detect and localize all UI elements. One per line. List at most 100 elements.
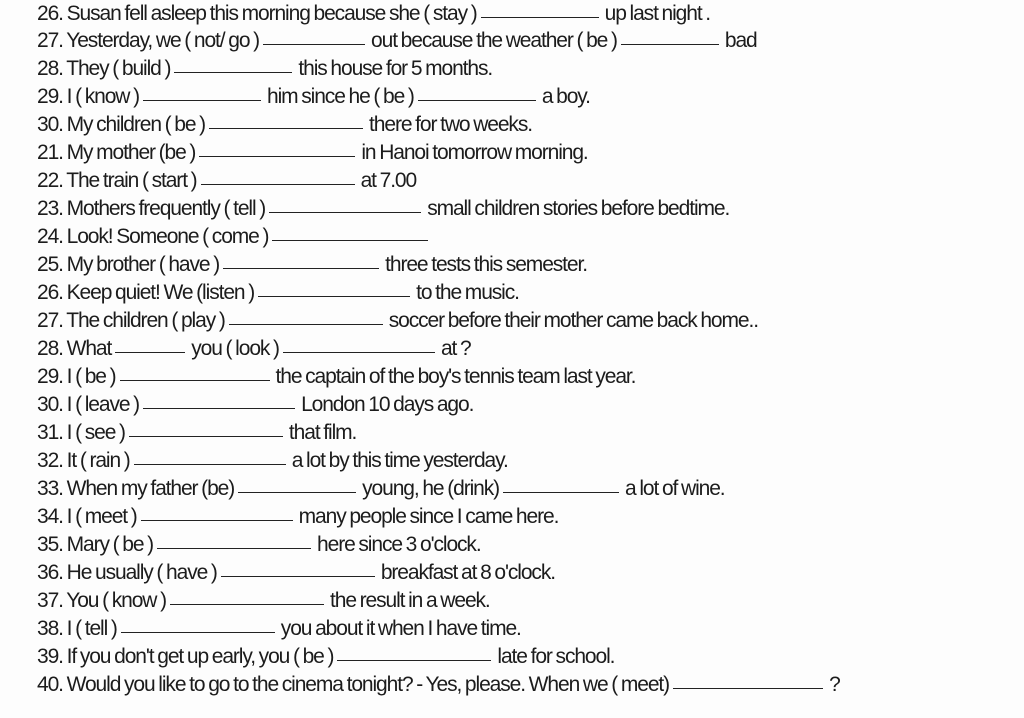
line-text: out because the weather ( be ) (371, 29, 618, 52)
answer-blank (157, 547, 312, 549)
answer-blank (143, 407, 296, 409)
answer-blank (238, 491, 357, 493)
exercise-line: 24. Look! Someone ( come ) (37, 223, 434, 251)
line-text: ? (829, 673, 841, 696)
answer-blank (142, 99, 261, 101)
line-text: 21. My mother (be ) (37, 141, 196, 164)
exercise-line: 31. I ( see ) that film. (37, 419, 357, 447)
answer-blank (119, 379, 270, 381)
line-text: 36. He usually ( have ) (37, 561, 218, 584)
line-text: a boy. (541, 85, 591, 108)
line-text: 26. Susan fell asleep this morning becau… (37, 2, 478, 25)
exercise-line: 27. Yesterday, we ( not/ go ) out because… (37, 27, 758, 55)
answer-blank (258, 295, 411, 297)
line-text: late for school. (497, 645, 615, 668)
line-text: many people since I came here. (298, 505, 560, 528)
exercise-line: 28. They ( build )this house for 5 month… (37, 55, 493, 83)
line-text: 37. You ( know ) (37, 589, 167, 612)
answer-blank (263, 43, 366, 45)
answer-blank (620, 43, 719, 45)
exercise-line: 26. Susan fell asleep this morning becau… (37, 0, 712, 28)
exercise-line: 29. I ( be )the captain of the boy's ten… (37, 363, 637, 391)
line-text: to the music. (416, 281, 520, 304)
line-text: you ( look ) (191, 337, 280, 360)
line-text: the result in a week. (330, 589, 491, 612)
line-text: 24. Look! Someone ( come ) (37, 225, 269, 248)
line-text: 23. Mothers frequently ( tell ) (37, 197, 266, 220)
exercise-line: 30. I ( leave )London 10 days ago. (37, 391, 474, 419)
line-text: 31. I ( see ) (37, 421, 126, 444)
line-text: three tests this semester. (385, 253, 588, 276)
exercise-line: 40. Would you like to go to the cinema t… (37, 671, 841, 699)
answer-blank (170, 603, 324, 605)
line-text: bad (724, 29, 758, 52)
exercise-line: 26. Keep quiet! We (listen ) to the music… (37, 279, 520, 307)
answer-blank (209, 127, 364, 129)
answer-blank (228, 323, 383, 325)
exercise-line: 23. Mothers frequently ( tell ) small chi… (37, 195, 730, 223)
line-text: 40. Would you like to go to the cinema t… (37, 673, 670, 696)
line-text: the captain of the boy's tennis team las… (275, 365, 637, 388)
line-text: up last night . (604, 2, 712, 25)
answer-blank (200, 183, 355, 185)
answer-blank (220, 575, 375, 577)
line-text: 30. My children ( be ) (37, 113, 206, 136)
exercise-line: 33. When my father (be) young, he (drink)… (37, 475, 726, 503)
line-text: 27. Yesterday, we ( not/ go ) (37, 29, 260, 52)
exercise-line: 29. I ( know ) him since he ( be ) a boy. (37, 83, 591, 111)
line-text: him since he ( be ) (266, 85, 415, 108)
line-text: 22. The train ( start ) (37, 169, 198, 192)
exercise-line: 30. My children ( be ) there for two week… (37, 111, 533, 139)
exercise-line: 21. My mother (be ) in Hanoi tomorrow mor… (37, 139, 589, 167)
exercise-line: 34. I ( meet ) many people since I came h… (37, 503, 560, 531)
line-text: 34. I ( meet ) (37, 505, 138, 528)
answer-blank (199, 155, 356, 157)
line-text: 27. The children ( play ) (37, 309, 226, 332)
answer-blank (174, 71, 293, 73)
answer-blank (269, 211, 422, 213)
line-text: 28. What (37, 337, 112, 360)
line-text: a lot by this time yesterday. (291, 449, 509, 472)
answer-blank (337, 659, 492, 661)
line-text: you about it when I have time. (280, 617, 522, 640)
line-text: 29. I ( know ) (37, 85, 140, 108)
exercise-line: 36. He usually ( have ) breakfast at 8 o'… (37, 559, 556, 587)
line-text: 39. If you don't get up early, you ( be … (37, 645, 335, 668)
exercise-line: 32. It ( rain )a lot by this time yester… (37, 447, 509, 475)
line-text: 33. When my father (be) (37, 477, 235, 500)
line-text: 30. I ( leave ) (37, 393, 140, 416)
exercise-line: 27. The children ( play ) soccer before t… (37, 307, 759, 335)
answer-blank (417, 99, 536, 101)
exercise-line: 38. I ( tell ) you about it when I have t… (37, 615, 522, 643)
line-text: young, he (drink) (362, 477, 500, 500)
answer-blank (140, 519, 293, 521)
line-text: small children stories before bedtime. (427, 197, 730, 220)
line-text: soccer before their mother came back hom… (388, 309, 759, 332)
line-text: here since 3 o'clock. (317, 533, 482, 556)
line-text: 38. I ( tell ) (37, 617, 118, 640)
line-text: there for two weeks. (369, 113, 533, 136)
exercise-line: 39. If you don't get up early, you ( be … (37, 643, 615, 671)
line-text: that film. (288, 421, 357, 444)
line-text: at ? (440, 337, 472, 360)
exercise-line: 35. Mary ( be ) here since 3 o'clock. (37, 531, 482, 559)
line-text: at 7.00 (360, 169, 418, 192)
exercise-line: 25. My brother ( have ) three tests this … (37, 251, 588, 279)
answer-blank (223, 267, 380, 269)
line-text: a lot of wine. (625, 477, 726, 500)
line-text: 35. Mary ( be ) (37, 533, 154, 556)
answer-blank (128, 435, 283, 437)
line-text: breakfast at 8 o'clock. (380, 561, 556, 584)
line-text: 28. They ( build ) (37, 57, 172, 80)
answer-blank (282, 351, 435, 353)
line-text: in Hanoi tomorrow morning. (361, 141, 588, 164)
line-text: 26. Keep quiet! We (listen ) (37, 281, 255, 304)
exercise-line: 22. The train ( start ) at 7.00 (37, 167, 418, 195)
answer-blank (503, 491, 620, 493)
exercise-line: 28. What you ( look ) at ? (37, 335, 472, 363)
answer-blank (673, 687, 824, 689)
answer-blank (115, 351, 186, 353)
exercise-line: 37. You ( know ) the result in a week. (37, 587, 491, 615)
line-text: 25. My brother ( have ) (37, 253, 220, 276)
